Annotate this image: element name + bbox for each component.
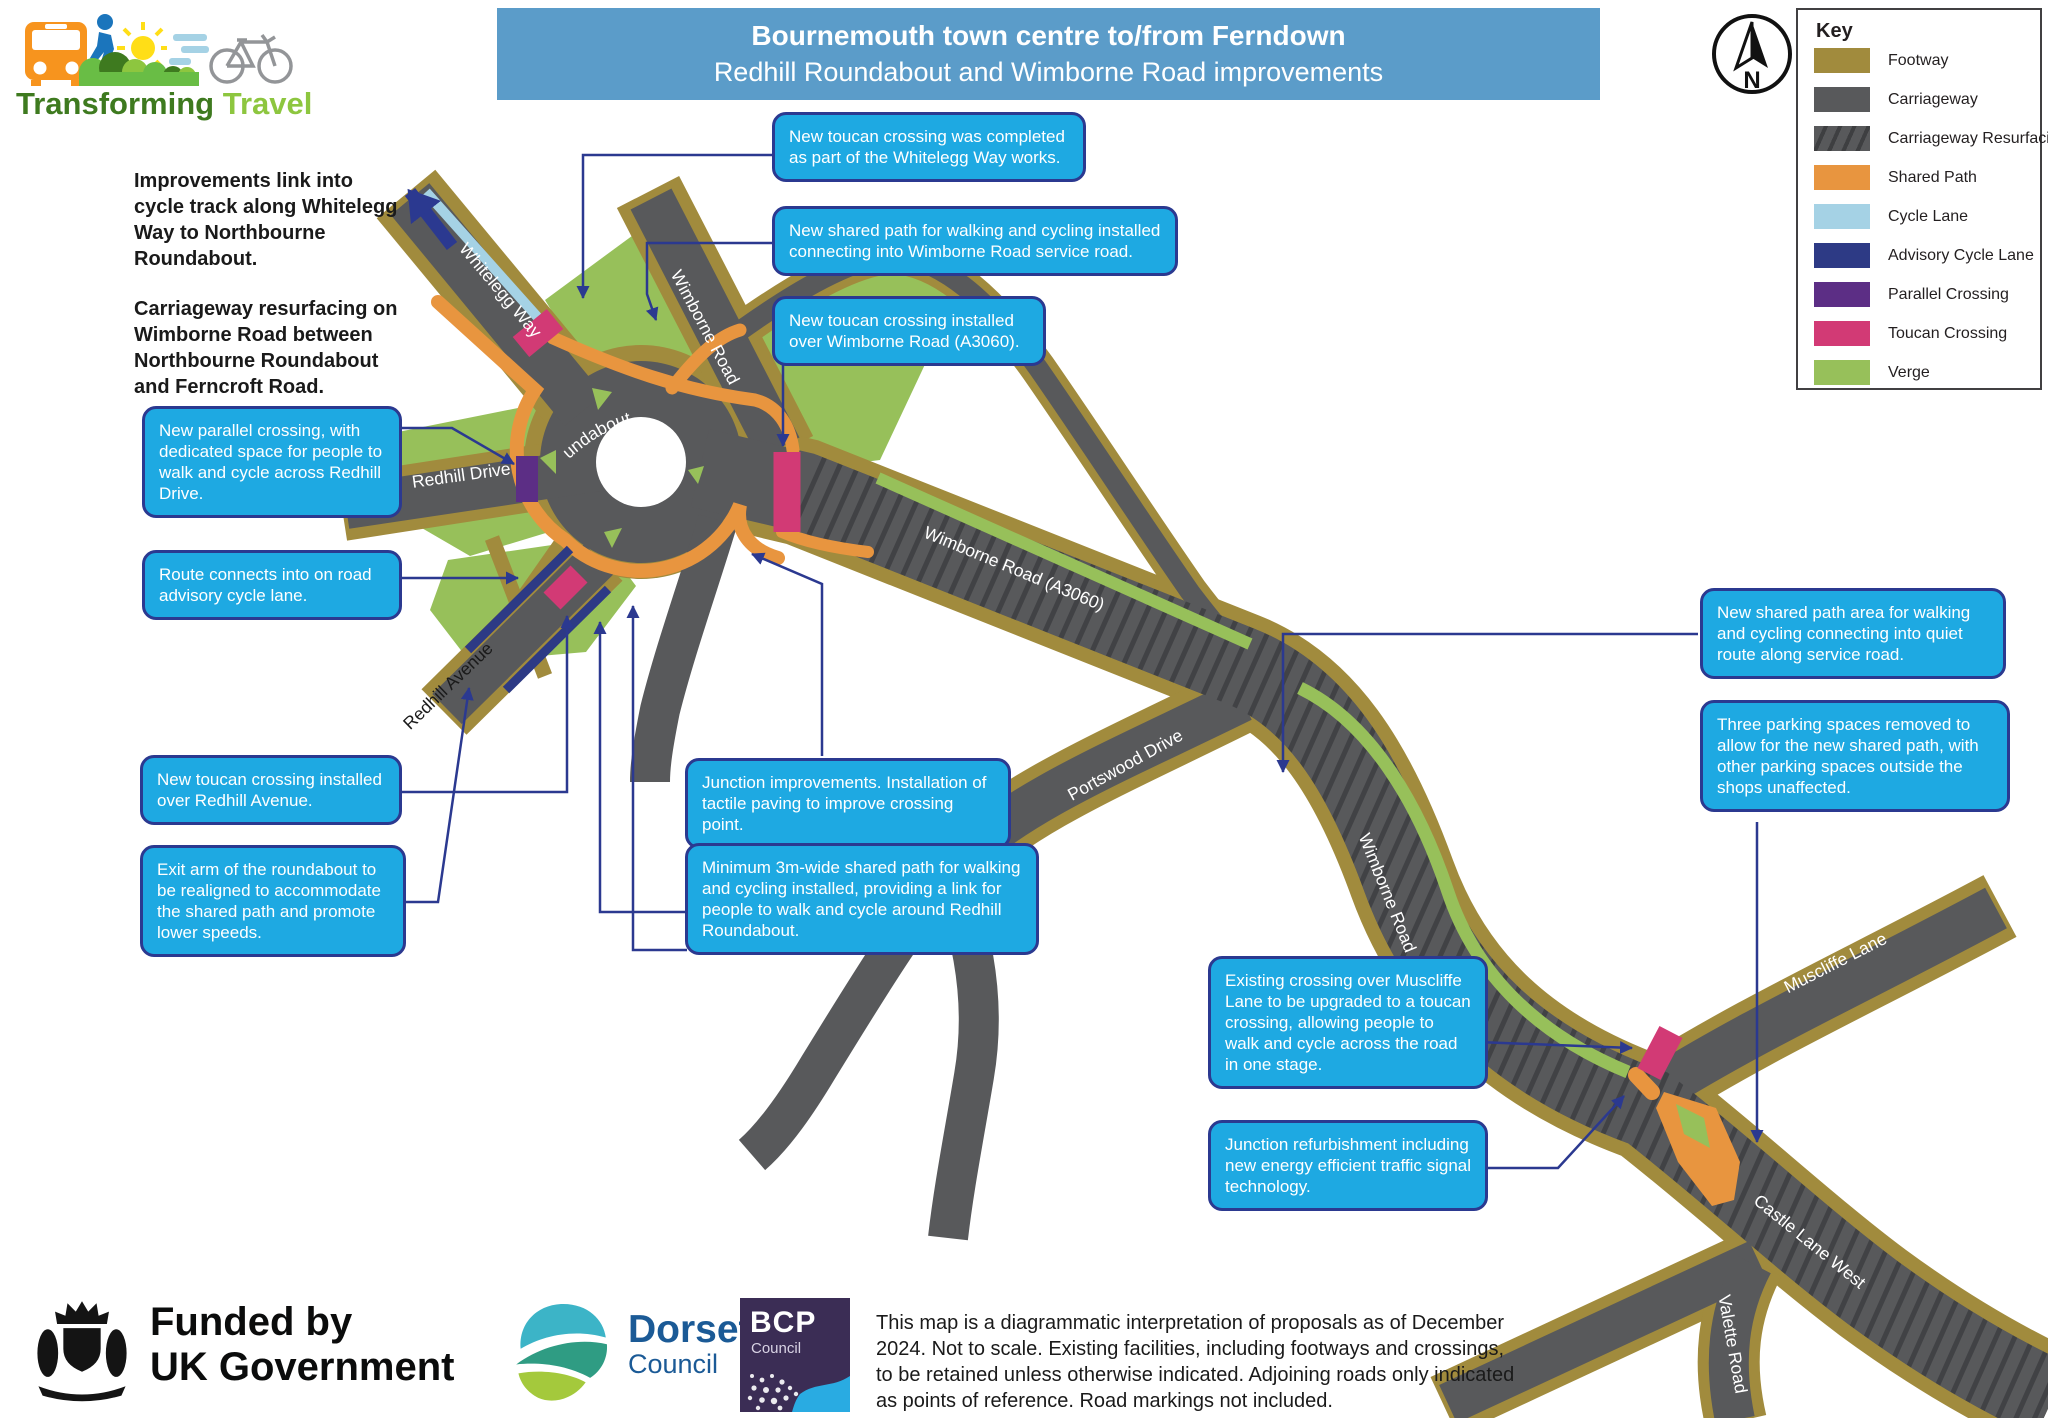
callout-exit-arm: Exit arm of the roundabout to be realign… bbox=[140, 845, 406, 958]
parallel-swatch bbox=[1814, 282, 1870, 307]
key-item-carriageway: Carriageway bbox=[1814, 87, 1978, 112]
dorset-council-icon bbox=[516, 1303, 608, 1401]
advisory-swatch bbox=[1814, 243, 1870, 268]
leader-junction-improvements bbox=[751, 552, 824, 756]
note-resurfacing: Carriageway resurfacing on Wimborne Road… bbox=[134, 298, 398, 398]
compass-arrow-dark bbox=[1752, 22, 1768, 68]
key-item-shared-path: Shared Path bbox=[1814, 165, 1977, 190]
key-item-resurfacing: Carriageway Resurfacing bbox=[1814, 126, 2048, 151]
bus-icon bbox=[25, 22, 87, 86]
title-line1: Bournemouth town centre to/from Ferndown bbox=[751, 20, 1346, 52]
funded-by-uk-government: Funded by UK Government bbox=[150, 1300, 455, 1390]
bcp-name: BCP bbox=[750, 1306, 817, 1339]
callout-existing-crossing: Existing crossing over Muscliffe Lane to… bbox=[1208, 956, 1488, 1090]
key-label: Shared Path bbox=[1888, 168, 1977, 186]
north-compass: N bbox=[1712, 14, 1792, 94]
key-label: Parallel Crossing bbox=[1888, 285, 2009, 303]
bcp-dots-wave bbox=[747, 1374, 850, 1412]
callout-shared-path-service: New shared path for walking and cycling … bbox=[772, 206, 1178, 277]
bicycle-icon bbox=[209, 33, 293, 84]
bcp-council-logo: BCP Council bbox=[740, 1298, 850, 1412]
callout-toucan-whitelegg: New toucan crossing was completed as par… bbox=[772, 112, 1086, 183]
callout-junction-refurbishment: Junction refurbishment including new ene… bbox=[1208, 1120, 1488, 1212]
leader-exit-arm bbox=[392, 687, 474, 904]
key-label: Advisory Cycle Lane bbox=[1888, 246, 2034, 264]
dorset-council-wordmark: Dorset Council bbox=[628, 1310, 752, 1378]
carriageway-swatch bbox=[1814, 87, 1870, 112]
note-whitelegg: Improvements link into cycle track along… bbox=[134, 170, 398, 270]
shared-path-island bbox=[1656, 1092, 1740, 1206]
brand-wordmark: Transforming Travel bbox=[16, 86, 312, 122]
callout-shared-path-area: New shared path area for walking and cyc… bbox=[1700, 588, 2006, 680]
callout-route-connects: Route connects into on road advisory cyc… bbox=[142, 550, 402, 621]
title-line2: Redhill Roundabout and Wimborne Road imp… bbox=[713, 56, 1384, 87]
transforming-travel-logo bbox=[25, 14, 293, 86]
cycle-lane-swatch bbox=[1814, 204, 1870, 229]
leader-shared-path-area bbox=[1276, 632, 1698, 773]
speed-lines-icon bbox=[169, 34, 209, 65]
advisory-cycle-lanes bbox=[464, 545, 612, 694]
cycle-track-link-arrow bbox=[404, 188, 458, 250]
key-label: Verge bbox=[1888, 363, 1930, 381]
dorset-name: Dorset bbox=[628, 1308, 752, 1351]
key-item-verge: Verge bbox=[1814, 360, 1930, 385]
shared-path-swatch bbox=[1814, 165, 1870, 190]
key-item-cycle-lane: Cycle Lane bbox=[1814, 204, 1968, 229]
brand-word2: Travel bbox=[222, 86, 313, 121]
leader-min-shared-path-a bbox=[593, 621, 687, 914]
callout-junction-improvements: Junction improvements. Installation of t… bbox=[685, 758, 1011, 850]
shared-paths bbox=[431, 295, 1660, 1100]
callout-toucan-redhill-avenue: New toucan crossing installed over Redhi… bbox=[140, 755, 402, 826]
brand-word1: Transforming bbox=[16, 86, 215, 121]
key-label: Carriageway bbox=[1888, 90, 1978, 108]
scheme-notes: Improvements link into cycle track along… bbox=[134, 168, 406, 400]
carriageway-resurfacing bbox=[787, 454, 2048, 1418]
leader-existing-crossing bbox=[1477, 1040, 1633, 1055]
toucan-swatch bbox=[1814, 321, 1870, 346]
leader-toucan-whitelegg bbox=[576, 153, 775, 299]
verge-swatch bbox=[1814, 360, 1870, 385]
key-label: Carriageway Resurfacing bbox=[1888, 129, 2048, 147]
key-item-toucan: Toucan Crossing bbox=[1814, 321, 2007, 346]
leader-min-shared-path-b bbox=[626, 605, 687, 952]
footway-swatch bbox=[1814, 48, 1870, 73]
verge-strips bbox=[875, 472, 1631, 1079]
compass-arrow-light bbox=[1733, 21, 1754, 72]
uk-government-crest-icon bbox=[37, 1301, 127, 1402]
key-title: Key bbox=[1816, 20, 1853, 42]
dorset-sub: Council bbox=[628, 1349, 719, 1379]
callout-toucan-a3060: New toucan crossing installed over Wimbo… bbox=[772, 296, 1046, 367]
funded-line2: UK Government bbox=[150, 1345, 455, 1390]
key-label: Cycle Lane bbox=[1888, 207, 1969, 225]
hills-icon bbox=[79, 52, 199, 86]
leader-junction-refurbishment bbox=[1478, 1095, 1625, 1170]
leader-shared-path-service bbox=[645, 241, 775, 321]
callout-parking-spaces: Three parking spaces removed to allow fo… bbox=[1700, 700, 2010, 813]
key-item-parallel: Parallel Crossing bbox=[1814, 282, 2009, 307]
leader-parallel-crossing bbox=[390, 426, 515, 466]
key-item-footway: Footway bbox=[1814, 48, 1948, 73]
leader-lines bbox=[390, 153, 1764, 1170]
map-disclaimer: This map is a diagrammatic interpretatio… bbox=[876, 1312, 1515, 1412]
callout-parallel-crossing: New parallel crossing, with dedicated sp… bbox=[142, 406, 402, 519]
toucan-crossings bbox=[512, 308, 1683, 1081]
island-verge bbox=[1676, 1104, 1710, 1148]
splitter-islands bbox=[540, 388, 704, 548]
page-title: Bournemouth town centre to/from Ferndown… bbox=[497, 8, 1600, 100]
callout-min-shared-path: Minimum 3m-wide shared path for walking … bbox=[685, 843, 1039, 956]
funded-line1: Funded by bbox=[150, 1300, 353, 1344]
key-label: Toucan Crossing bbox=[1888, 324, 2008, 342]
roundabout-centre bbox=[596, 417, 686, 507]
bcp-sub: Council bbox=[751, 1340, 802, 1357]
key-label: Footway bbox=[1888, 51, 1949, 69]
resurfacing-swatch bbox=[1814, 126, 1870, 151]
leader-toucan-redhill-avenue bbox=[390, 615, 574, 794]
cycle-lane-whitelegg bbox=[422, 188, 553, 334]
key-item-advisory: Advisory Cycle Lane bbox=[1814, 243, 2034, 268]
compass-n: N bbox=[1743, 67, 1760, 94]
